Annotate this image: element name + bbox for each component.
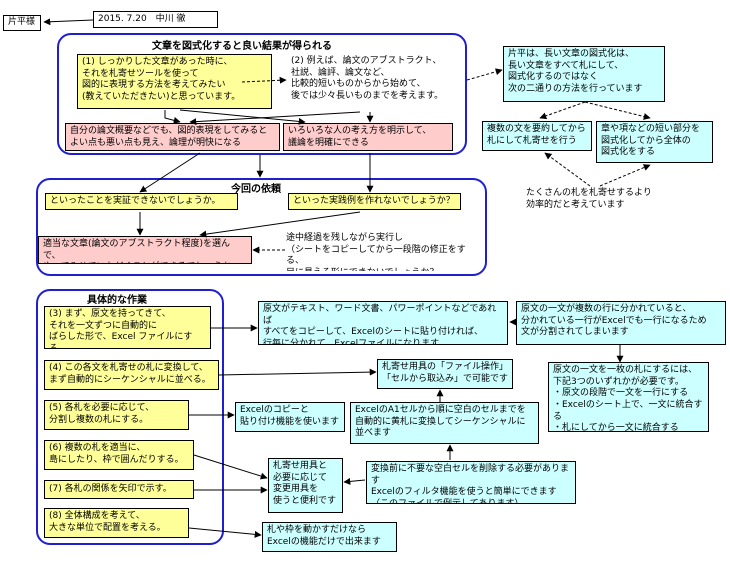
step-8-card: (8) 全体構成を考えて、 大きな単位で配置を考える。 (44, 508, 189, 538)
delete-blank-note: 変換前に不要な空白セルを削除する必要があります Excelのフィルタ機能を使うと… (366, 461, 576, 504)
result-left-card: 自分の論文概要などでも、図的表現をしてみると よい点も悪い点も見え、論理が明快に… (65, 123, 280, 151)
section2-right-card: といった実践例を作れないでしょうか？ (288, 193, 461, 210)
recipient-label: 片平様 (3, 15, 41, 31)
move-only-note: 札や枠を動かすだけなら Excelの機能だけで出来ます (262, 522, 397, 552)
arrow-1-to-2 (241, 76, 287, 84)
katahira-method1-card: 複数の文を要約してから 札にして札寄せを行う (482, 121, 592, 151)
step-5-card: (5) 各札を必要に応じて、 分割し複数の札にする。 (44, 400, 189, 430)
request-card: 適当な文章(論文のアブストラクト程度)を選んで、 やってみせていただくことができ… (38, 236, 252, 264)
step-6-card: (6) 複数の札を適当に、 島にしたり、枠で囲んだりする。 (44, 440, 194, 470)
a1-cell-note: ExcelのA1セルから順に空白のセルまでを 自動的に黄札に変換してシーケンシャ… (350, 402, 539, 444)
section1-title: 文章を図式化すると良い結果が得られる (152, 41, 332, 52)
multi-line-note: 原文の一文が複数の行に分かれていると、 分かれている一行がExcelでも一行にな… (516, 301, 726, 345)
step-4-card: (4) この各文を札寄せの札に変換して、 まず自動的にシーケンシャルに並べる。 (44, 360, 219, 390)
section3-frame (36, 289, 224, 545)
arrow-to-katahira (466, 68, 503, 81)
date-author-label: 2015. 7.20 中川 徹 (93, 11, 218, 28)
section1-left-card: (1) しっかりした文章があった時に、 それを札寄せツールを使って 図的に表現す… (77, 54, 272, 109)
section2-left-card: といったことを実証できないでしょうか。 (45, 193, 238, 210)
katahira-main-card: 片平は、長い文章の図式化は、 長い文章をすべて札にして、 図式化するのではなく … (503, 46, 665, 102)
section3-title: 具体的な作業 (87, 295, 147, 306)
file-op-note: 札寄せ用具の「ファイル操作」 「セルから取込み」で可能です (377, 359, 513, 389)
section2-frame (36, 178, 487, 276)
section2-note: 途中経過を残しながら実行し （シートをコピーしてから一段階の修正をする、 目に見… (286, 233, 466, 271)
one-card-note: 原文の一文を一枚の札にするには、 下記3つのいずれかが必要です。 ・原文の段階で… (548, 362, 709, 432)
arrow-left-to-results (164, 110, 181, 124)
katahira-note: たくさんの札を札寄せするより 効率的だと考えています (526, 188, 652, 210)
header-arrow (43, 18, 94, 26)
section1-right-text: (2) 例えば、論文のアブストラクト、 社説、論評、論文など、 比較的短いものか… (291, 56, 444, 102)
step-7-card: (7) 各札の関係を矢印で示す。 (44, 480, 194, 499)
excel-copy-note: Excelのコピーと 貼り付け機能を使います (235, 402, 345, 432)
section1-frame (57, 33, 467, 155)
result-right-card: いろいろな人の考え方を明示して、 議論を明確にできる (283, 123, 453, 151)
step-3-card: (3) まず、原文を持ってきて、 それを一文ずつに自動的に ばらした形で、Exc… (44, 306, 211, 349)
section2-title: 今回の依頼 (231, 184, 281, 195)
katahira-method2-card: 章や項などの短い部分を 図式化してから全体の 図式化をする (596, 121, 713, 163)
change-tool-note: 札寄せ用具と 必要に応じて 変更用具を 使うと便利です (268, 458, 343, 513)
paste-note: 原文がテキスト、ワード文書、パワーポイントなどであれば すべてをコピーして、Ex… (258, 301, 508, 345)
